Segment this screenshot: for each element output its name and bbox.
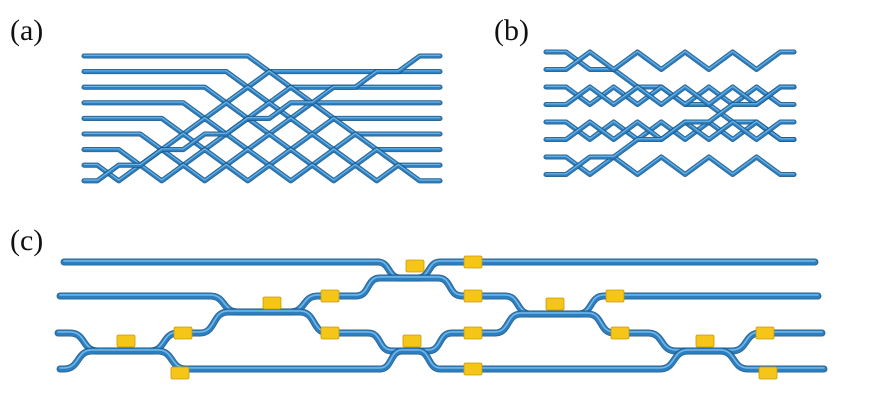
- phase-shifter-10: [116, 334, 136, 348]
- mesh-a-waveguide-8: [81, 162, 443, 184]
- phase-shifter-11: [173, 326, 193, 340]
- phase-shifter-6: [320, 326, 340, 340]
- mesh-a-waveguide-1: [81, 53, 443, 75]
- phase-shifter-16: [695, 334, 715, 348]
- panel-label-c: (c): [10, 224, 43, 257]
- phase-shifter-14: [605, 289, 625, 303]
- mesh-a-waveguide-5: [81, 115, 443, 137]
- phase-shifter-layer: [116, 255, 778, 380]
- phase-shifter-17: [755, 326, 775, 340]
- panel-label-b: (b): [494, 14, 529, 47]
- phase-shifter-4: [262, 296, 282, 310]
- circuit-waveguide-2: [56, 274, 822, 318]
- phase-shifter-8: [463, 326, 483, 340]
- mesh-a-waveguide-6: [81, 131, 443, 153]
- mesh-b-waveguide-2: [543, 49, 797, 73]
- phase-shifter-15: [610, 326, 630, 340]
- phase-shifter-3: [463, 289, 483, 303]
- phase-shifter-9: [463, 362, 483, 376]
- phase-shifter-1: [405, 259, 425, 273]
- phase-shifter-7: [402, 334, 422, 348]
- mesh-b-waveguide-7: [543, 154, 797, 178]
- phase-shifter-18: [758, 366, 778, 380]
- phase-shifter-2: [463, 255, 483, 269]
- phase-shifter-12: [170, 366, 190, 380]
- phase-shifter-13: [545, 297, 565, 311]
- phase-shifter-5: [320, 289, 340, 303]
- panel-label-a: (a): [10, 14, 43, 47]
- circuit-waveguide-4: [56, 347, 828, 373]
- waveguide-layer: [54, 49, 828, 373]
- mesh-a-waveguide-3: [81, 84, 443, 106]
- mesh-a-waveguide-9: [81, 53, 443, 184]
- mesh-a-waveguide-2: [81, 69, 443, 90]
- mesh-b-waveguide-8: [543, 84, 797, 178]
